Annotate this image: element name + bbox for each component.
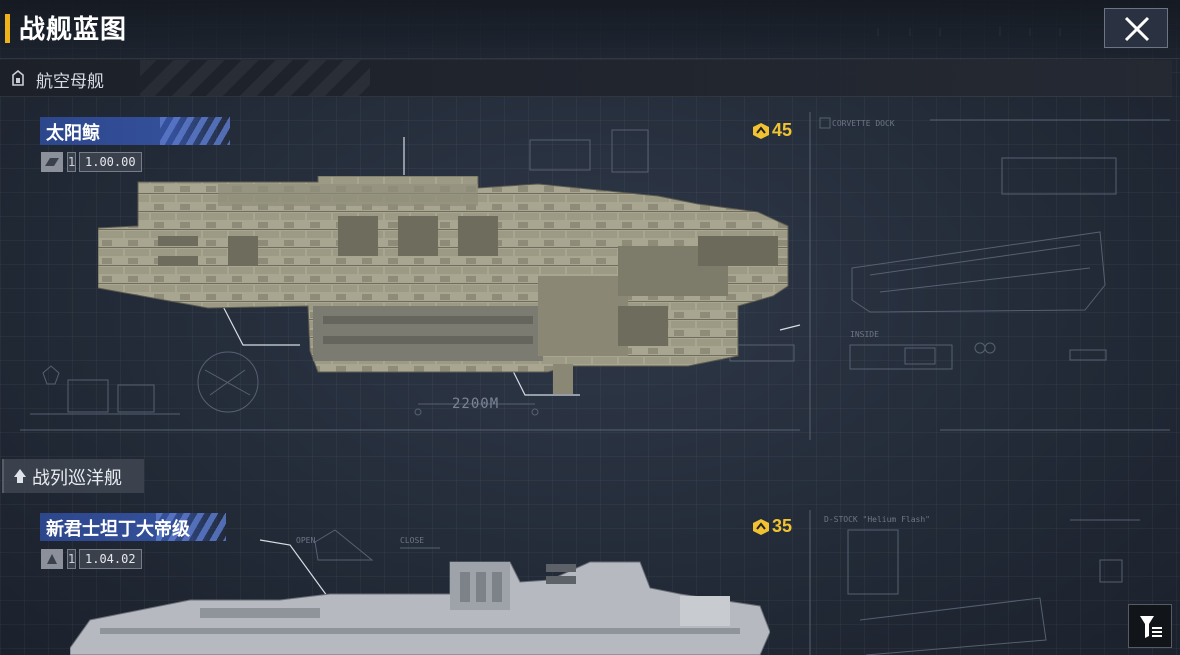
version-badge-constantine: 1 1.04.02 (41, 549, 142, 569)
blueprint-version-icon (41, 549, 63, 569)
close-icon (1124, 16, 1150, 42)
cost-badge-constantine: 35 (752, 516, 792, 537)
ship-sun-whale-image[interactable] (98, 176, 798, 396)
version-number: 1.04.02 (79, 549, 142, 569)
top-bar: 战舰蓝图 (0, 0, 1180, 59)
annotation-d-stock: D-STOCK "Helium Flash" (824, 515, 930, 524)
cost-badge-sun-whale: 45 (752, 120, 792, 141)
battlecruiser-class-icon (14, 469, 26, 483)
ship-name-plate-sun-whale: 太阳鲸 (40, 117, 230, 145)
annotation-close: CLOSE (400, 536, 425, 545)
version-tier: 1 (67, 152, 76, 172)
title-accent-bar (5, 14, 10, 43)
annotation-open: OPEN (296, 536, 316, 545)
section-label-battlecruiser: 战列巡洋舰 (32, 468, 122, 489)
ship-name-plate-constantine: 新君士坦丁大帝级 (40, 513, 226, 541)
scale-length-label: 2200M (452, 396, 500, 412)
cost-value: 35 (772, 516, 793, 536)
version-tier: 1 (67, 549, 76, 569)
command-cost-icon (753, 518, 769, 535)
filter-button[interactable] (1128, 604, 1172, 648)
name-plate-stripes (156, 513, 226, 541)
section-label-carrier: 航空母舰 (36, 72, 104, 92)
cost-value: 45 (772, 120, 793, 140)
carrier-class-icon (12, 70, 24, 86)
ship-constantine-image[interactable] (70, 558, 770, 655)
command-cost-icon (753, 122, 769, 139)
section-header-carrier: 航空母舰 (0, 60, 1172, 97)
header-stripes (140, 60, 370, 96)
version-number: 1.00.00 (79, 152, 142, 172)
page-title: 战舰蓝图 (19, 15, 128, 45)
ship-name-sun-whale: 太阳鲸 (46, 123, 100, 144)
name-plate-stripes (160, 117, 230, 145)
blueprint-version-icon (41, 152, 63, 172)
section-header-battlecruiser: 战列巡洋舰 (2, 459, 144, 493)
annotation-corvette-dock: CORVETTE DOCK (832, 119, 895, 128)
annotation-inside: INSIDE (850, 330, 879, 339)
version-badge-sun-whale: 1 1.00.00 (41, 152, 142, 172)
close-button[interactable] (1104, 8, 1168, 48)
filter-icon (1140, 616, 1162, 638)
ship-name-constantine: 新君士坦丁大帝级 (46, 519, 190, 540)
